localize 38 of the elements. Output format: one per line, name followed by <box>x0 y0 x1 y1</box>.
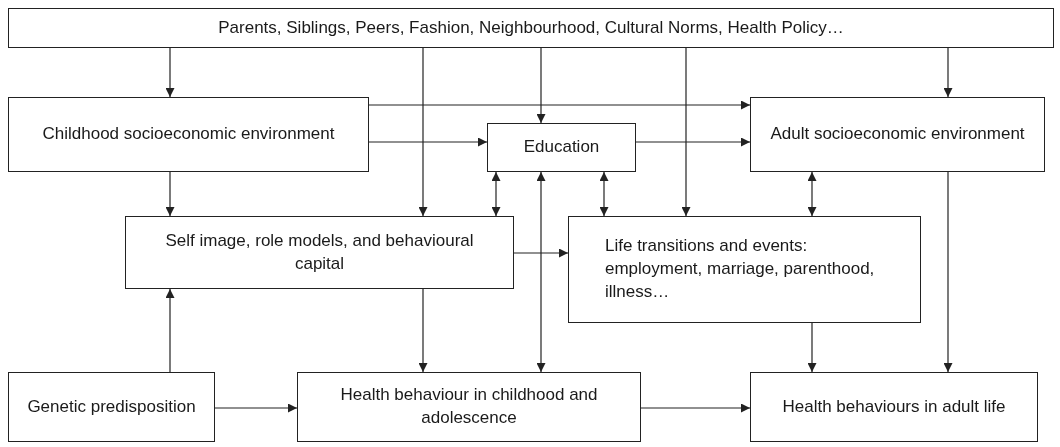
box-label: Health behaviours in adult life <box>782 395 1006 418</box>
arrow <box>536 47 546 124</box>
box-label: Health behaviour in childhood and adolescence <box>339 384 599 429</box>
arrow <box>368 137 488 147</box>
arrow <box>214 403 298 413</box>
arrow <box>681 47 691 217</box>
arrow <box>536 171 546 373</box>
box-label: Genetic predisposition <box>27 395 196 418</box>
arrow <box>943 171 953 373</box>
arrow <box>807 171 817 217</box>
arrow <box>418 288 428 373</box>
process-box <box>8 97 369 172</box>
arrow <box>640 403 751 413</box>
arrow <box>165 171 175 217</box>
box-label: Education <box>523 136 600 159</box>
arrow <box>513 248 569 258</box>
arrow <box>491 171 501 217</box>
arrow <box>165 47 175 98</box>
arrow <box>368 100 751 110</box>
process-box <box>8 8 1054 48</box>
process-box <box>125 216 514 289</box>
box-label: Childhood socioeconomic environment <box>42 123 335 146</box>
process-box <box>750 97 1045 172</box>
process-box <box>487 123 636 172</box>
arrow <box>165 288 175 373</box>
process-box <box>568 216 921 323</box>
process-box <box>750 372 1038 442</box>
arrow <box>635 137 751 147</box>
box-label: Adult socioeconomic environment <box>770 123 1025 146</box>
box-label: Parents, Siblings, Peers, Fashion, Neighbourhood, Cultural Norms, Health Policy… <box>218 16 844 39</box>
box-label: Life transitions and events: employment, marriage, parenthood, illness… <box>605 235 876 303</box>
arrow <box>943 47 953 98</box>
process-box <box>297 372 641 442</box>
arrow <box>807 322 817 373</box>
box-label: Self image, role models, and behavioural capital <box>164 229 475 275</box>
arrow <box>418 47 428 217</box>
arrow <box>599 171 609 217</box>
process-box <box>8 372 215 442</box>
